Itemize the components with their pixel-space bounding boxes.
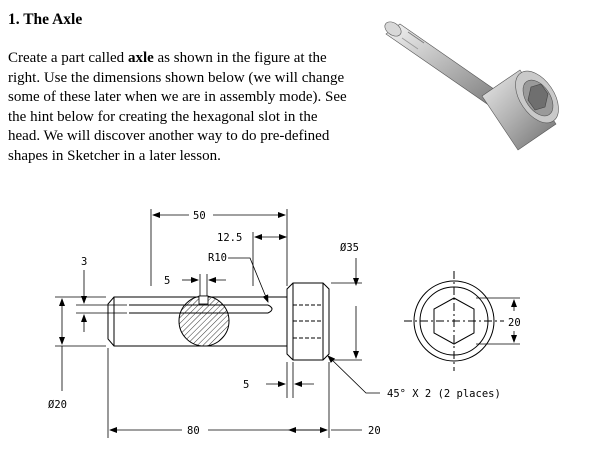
dim-5-bottom: 5 xyxy=(243,379,249,391)
shaft xyxy=(384,21,505,107)
dim-20-bottom: 20 xyxy=(368,425,381,437)
dim-12-5: 12.5 xyxy=(217,232,242,244)
dimension-lines xyxy=(55,209,520,438)
dim-50: 50 xyxy=(193,210,206,222)
dim-chamfer: 45° X 2 (2 places) xyxy=(387,388,501,400)
intro-text-rest: as shown in the figure at the right. Use… xyxy=(8,50,347,164)
cross-section xyxy=(178,295,230,347)
part-name: axle xyxy=(127,50,154,66)
dim-3: 3 xyxy=(81,256,87,268)
dim-80: 80 xyxy=(187,425,200,437)
dim-20-right: 20 xyxy=(508,317,521,329)
dim-dia-20: Ø20 xyxy=(48,399,67,411)
dim-r10: R10 xyxy=(208,252,227,264)
dim-dia-35: Ø35 xyxy=(340,242,359,254)
head xyxy=(481,69,559,151)
dimension-labels: 50 12.5 R10 Ø35 3 5 20 5 45° X 2 (2 plac… xyxy=(48,210,521,437)
axle-3d-render xyxy=(384,21,559,151)
dim-5-top: 5 xyxy=(164,275,170,287)
axle-engineering-drawing: 50 12.5 R10 Ø35 3 5 20 5 45° X 2 (2 plac… xyxy=(48,209,521,438)
section-heading: 1. The Axle xyxy=(8,11,83,28)
intro-text-start: Create a part called xyxy=(8,50,128,66)
instructions-paragraph: Create a part called axle as shown in th… xyxy=(8,49,353,166)
end-view xyxy=(404,271,504,371)
